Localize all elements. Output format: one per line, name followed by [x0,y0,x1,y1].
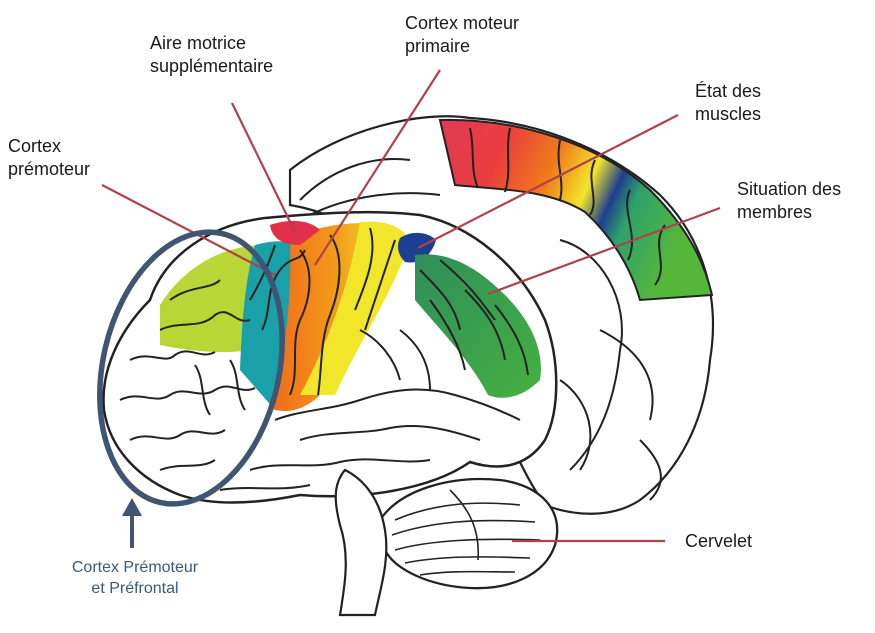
label-limbs: Situation des membres [737,178,841,224]
label-cerebellum-text: Cervelet [685,530,752,553]
label-limbs-line1: Situation des [737,178,841,201]
label-muscles-line1: État des [695,80,761,103]
label-sma-line2: supplémentaire [150,55,273,78]
label-premotor: Cortex prémoteur [8,135,90,181]
label-primary-motor-line1: Cortex moteur [405,12,519,35]
label-muscles-line2: muscles [695,103,761,126]
pointer-sma [232,103,295,232]
label-sma-line1: Aire motrice [150,32,273,55]
label-muscles: État des muscles [695,80,761,126]
label-sma: Aire motrice supplémentaire [150,32,273,78]
label-limbs-line2: membres [737,201,841,224]
label-premotor-line1: Cortex [8,135,90,158]
label-primary-motor: Cortex moteur primaire [405,12,519,58]
label-highlight-line1: Cortex Prémoteur [40,557,230,578]
label-highlight: Cortex Prémoteur et Préfrontal [40,557,230,599]
label-primary-motor-line2: primaire [405,35,519,58]
up-arrow-icon [122,498,142,548]
label-cerebellum: Cervelet [685,530,752,553]
label-premotor-line2: prémoteur [8,158,90,181]
label-highlight-line2: et Préfrontal [40,578,230,599]
